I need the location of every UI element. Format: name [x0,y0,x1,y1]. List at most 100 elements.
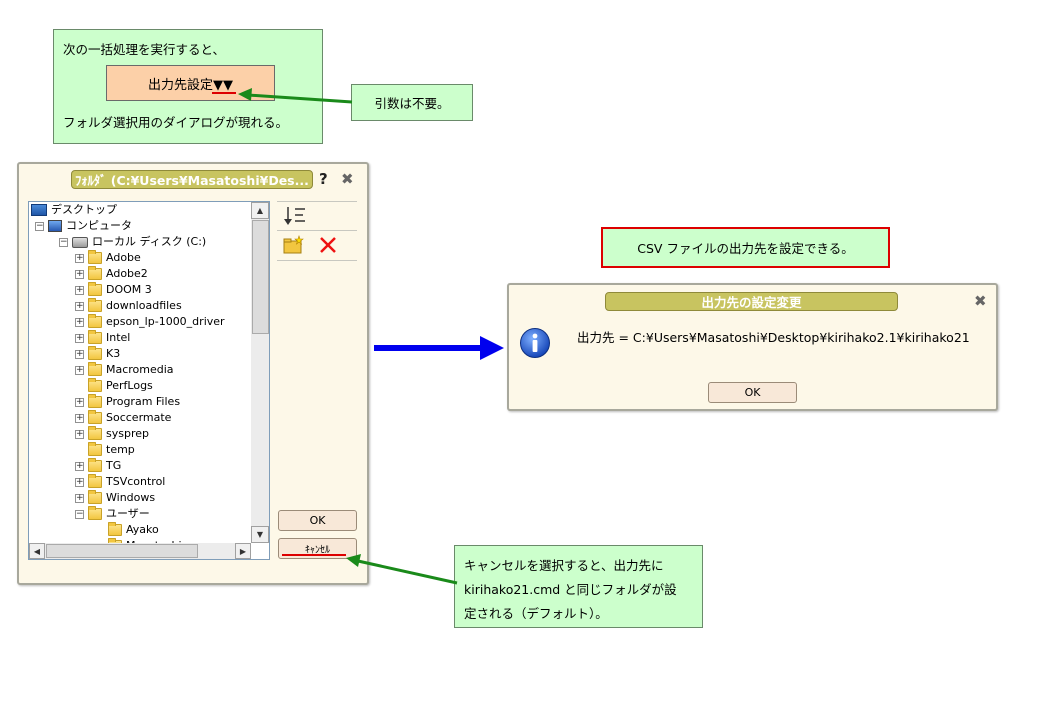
tree-item[interactable]: − コンピュータ [35,218,132,234]
tree-item-label: K3 [106,347,121,360]
folder-cancel-label: ｷｬﾝｾﾙ [305,545,330,556]
arg-arrow [238,88,353,104]
scroll-up-icon[interactable]: ▲ [251,202,269,219]
tree-item-label: epson_lp-1000_driver [106,315,225,328]
intro-note-line2: フォルダ選択用のダイアログが現れる。 [63,115,289,130]
info-icon [519,327,551,359]
tree-item[interactable]: temp [75,442,135,458]
tree-item[interactable]: + Soccermate [75,410,171,426]
tree-item-label: Ayako [126,523,159,536]
tree-item-label: TG [106,459,122,472]
folder-cancel-button[interactable]: ｷｬﾝｾﾙ [278,538,357,559]
collapse-icon[interactable]: − [35,220,44,231]
tree-item[interactable]: Ayako [95,522,159,538]
expand-icon[interactable]: + [75,412,84,423]
result-dialog-title-text: 出力先の設定変更 [701,295,802,310]
folder-icon [88,266,102,280]
folder-icon [88,394,102,408]
expand-icon[interactable]: + [75,364,84,375]
desktop-icon [31,204,47,216]
flow-arrow [374,336,504,360]
scroll-down-icon[interactable]: ▼ [251,526,269,543]
tree-item[interactable]: + TG [75,458,121,474]
folder-icon [88,442,102,456]
folder-icon [88,362,102,376]
tree-item-label: DOOM 3 [106,283,152,296]
result-ok-label: OK [744,386,761,399]
delete-icon[interactable] [318,235,338,255]
tree-connector [75,382,84,391]
tree-item[interactable]: + Adobe [75,250,141,266]
collapse-icon[interactable]: − [75,508,84,519]
tree-item-label: Macromedia [106,363,174,376]
tree-item-label: Adobe [106,251,141,264]
output-result-dialog: 出力先の設定変更 ✖ 出力先 = C:¥Users¥Masatoshi¥Desk… [507,283,998,411]
tree-item[interactable]: + Program Files [75,394,180,410]
output-setting-button-label: 出力先設定▼▼ [148,77,233,93]
tree-item[interactable]: +TSVcontrol [75,474,165,490]
vertical-scroll-thumb[interactable] [252,220,269,334]
tree-item[interactable]: +Intel [75,330,130,346]
expand-icon[interactable]: + [75,332,84,343]
tree-item[interactable]: + sysprep [75,426,149,442]
argument-note-text: 引数は不要。 [374,96,450,111]
sort-icon[interactable] [283,205,307,227]
vertical-scrollbar[interactable]: ▲ ▼ [251,202,269,543]
expand-icon[interactable]: + [75,348,84,359]
tree-item[interactable]: −ユーザー [75,506,150,522]
folder-icon [88,346,102,360]
help-icon[interactable]: ? [319,170,328,188]
toolbar-divider-bottom [277,260,357,261]
result-ok-button[interactable]: OK [708,382,797,403]
expand-icon[interactable]: + [75,284,84,295]
expand-icon[interactable]: + [75,428,84,439]
tree-item[interactable]: デスクトップ [31,202,117,218]
expand-icon[interactable]: + [75,268,84,279]
folder-tree[interactable]: デスクトップ−コンピュータ−ローカル ディスク (C:)+Adobe+Adobe… [28,201,270,560]
tree-item[interactable]: Masatoshi [95,538,182,544]
expand-icon[interactable]: + [75,492,84,503]
expand-icon[interactable]: + [75,316,84,327]
tree-item[interactable]: +Windows [75,490,155,506]
tree-item-label: Soccermate [106,411,172,424]
tree-item-label: コンピュータ [66,219,132,232]
cancel-underline-highlight [282,554,346,556]
tree-item[interactable]: + DOOM 3 [75,282,152,298]
scroll-left-icon[interactable]: ◀ [29,543,45,559]
cancel-arrow [346,554,458,585]
tree-item[interactable]: + Macromedia [75,362,174,378]
tree-item[interactable]: +downloadfiles [75,298,182,314]
tree-item[interactable]: + epson_lp-1000_driver [75,314,225,330]
computer-icon [48,220,62,232]
folder-tree-rows: デスクトップ−コンピュータ−ローカル ディスク (C:)+Adobe+Adobe… [29,202,251,544]
horizontal-scrollbar[interactable]: ◀ ▶ [29,543,251,559]
result-close-icon[interactable]: ✖ [974,292,987,310]
folder-ok-button[interactable]: OK [278,510,357,531]
folder-icon [88,378,102,392]
expand-icon[interactable]: + [75,300,84,311]
tree-item-label: デスクトップ [51,203,117,216]
expand-icon[interactable]: + [75,476,84,487]
argument-note: 引数は不要。 [351,84,473,121]
folder-select-dialog: ﾌｫﾙﾀﾞ (C:¥Users¥Masatoshi¥Des... ? ✖ デスク… [17,162,369,585]
expand-icon[interactable]: + [75,252,84,263]
tree-item[interactable]: + K3 [75,346,120,362]
tree-item[interactable]: −ローカル ディスク (C:) [59,234,206,250]
folder-icon [108,538,122,544]
tree-item[interactable]: +Adobe2 [75,266,148,282]
close-icon[interactable]: ✖ [341,170,354,188]
tree-item[interactable]: PerfLogs [75,378,153,394]
tree-item-label: sysprep [106,427,149,440]
collapse-icon[interactable]: − [59,236,68,247]
horizontal-scroll-thumb[interactable] [46,544,198,558]
expand-icon[interactable]: + [75,396,84,407]
expand-icon[interactable]: + [75,460,84,471]
toolbar-divider-top [277,201,357,202]
tree-item-label: Program Files [106,395,181,408]
new-folder-icon[interactable] [283,235,305,255]
tree-connector [95,526,104,535]
intro-note-line1: 次の一括処理を実行すると、 [63,42,226,57]
folder-icon [88,490,102,504]
scroll-right-icon[interactable]: ▶ [235,543,251,559]
folder-icon [88,314,102,328]
